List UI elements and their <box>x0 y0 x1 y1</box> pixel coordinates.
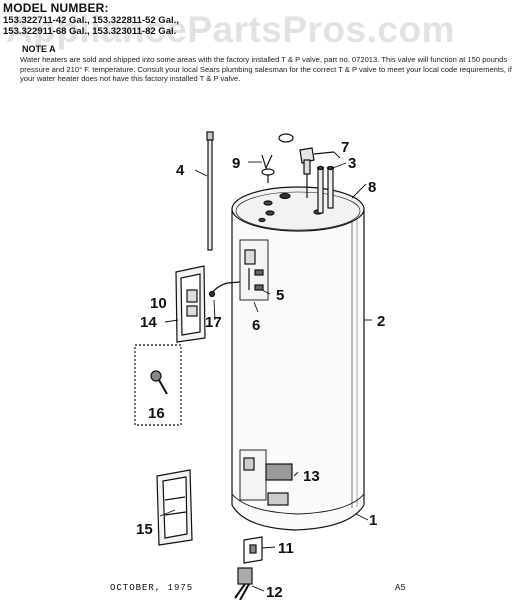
upper-thermostat-area <box>239 239 269 301</box>
callout-14: 14 <box>140 314 157 331</box>
callout-13: 13 <box>303 468 320 485</box>
callout-12: 12 <box>266 584 283 600</box>
footer-date: OCTOBER, 1975 <box>110 583 194 593</box>
top-ring <box>278 133 294 143</box>
part-7-valve <box>299 147 335 198</box>
callout-8: 8 <box>368 179 376 196</box>
callout-16: 16 <box>148 405 165 422</box>
leader-lines <box>159 151 372 592</box>
part-16-screw-box <box>134 344 182 426</box>
callout-11: 11 <box>278 540 294 557</box>
model-number-line-2: 153.322911-68 Gal., 153.323011-82 Gal. <box>3 26 177 37</box>
top-fittings <box>258 192 323 223</box>
part-12-heating-element <box>234 567 253 600</box>
part-3-pipes <box>316 165 335 214</box>
model-number-title: MODEL NUMBER: <box>3 1 109 15</box>
callout-5: 5 <box>276 287 284 304</box>
note-title: NOTE A <box>22 44 56 54</box>
note-body: Water heaters are sold and shipped into … <box>20 55 512 84</box>
upper-access-cover <box>175 265 206 343</box>
lower-element-area <box>239 449 293 506</box>
callout-7: 7 <box>341 139 349 156</box>
callout-2: 2 <box>377 313 385 330</box>
model-number-line-1: 153.322711-42 Gal., 153.322811-52 Gal., <box>3 15 179 26</box>
callout-10: 10 <box>150 295 167 312</box>
callout-4: 4 <box>176 162 185 179</box>
callout-17: 17 <box>205 314 222 331</box>
footer-code: A5 <box>395 583 406 593</box>
callout-1: 1 <box>369 512 377 529</box>
lower-access-cover <box>156 469 193 546</box>
callout-3: 3 <box>348 155 356 172</box>
part-4-anode-rod <box>206 131 214 251</box>
callout-6: 6 <box>252 317 260 334</box>
callout-15: 15 <box>136 521 153 538</box>
part-9-fitting <box>261 154 275 183</box>
part-11-element-gasket <box>243 536 263 564</box>
callout-9: 9 <box>232 155 240 172</box>
